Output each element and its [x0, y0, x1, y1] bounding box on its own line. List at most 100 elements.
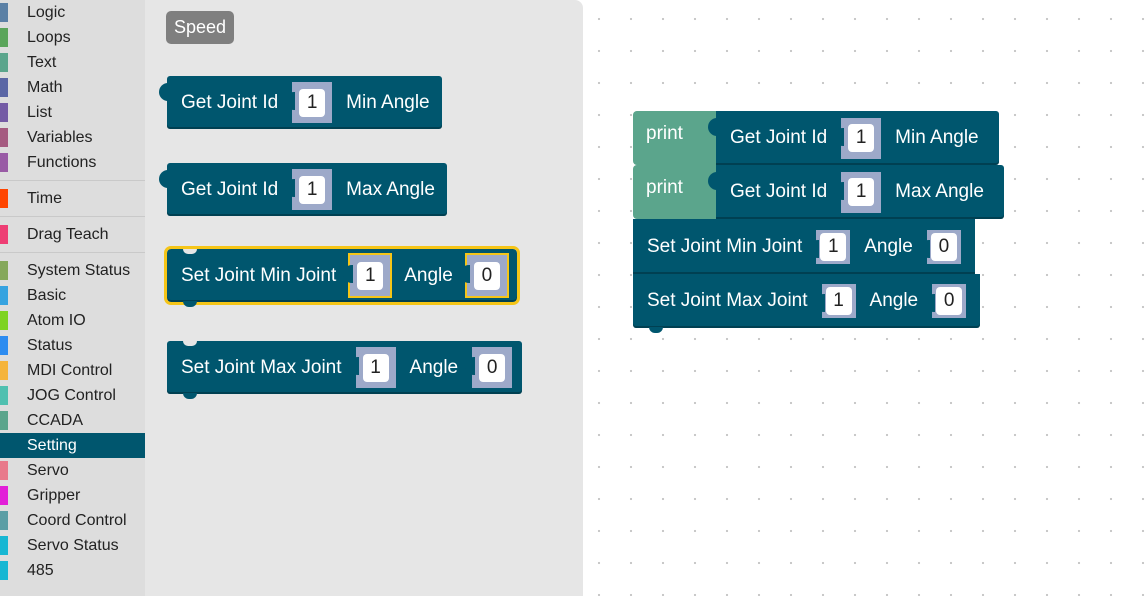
- category-label: Basic: [27, 287, 67, 304]
- block-label-prefix: Set Joint Min Joint: [181, 264, 337, 286]
- print-block-2[interactable]: print: [633, 165, 717, 219]
- angle-slot[interactable]: 0: [459, 253, 509, 298]
- print-block-1[interactable]: print: [633, 111, 717, 165]
- toolbox-category-ccada[interactable]: CCADA: [0, 408, 145, 433]
- category-color-swatch: [0, 225, 8, 244]
- category-label: Functions: [27, 154, 97, 171]
- block-label-prefix: Set Joint Max Joint: [647, 290, 808, 311]
- workspace-set-joint-min-block[interactable]: Set Joint Min Joint 1 Angle 0: [633, 219, 975, 274]
- block-label-mid: Angle: [409, 356, 459, 378]
- workspace-get-min-angle-block[interactable]: Get Joint Id 1 Min Angle: [708, 111, 999, 165]
- angle-field[interactable]: 0: [930, 232, 957, 261]
- category-color-swatch: [0, 311, 8, 330]
- output-plug: [159, 170, 168, 188]
- block-label-suffix: Min Angle: [346, 91, 430, 113]
- category-label: Text: [27, 54, 57, 71]
- flyout-get-min-angle-block[interactable]: Get Joint Id 1 Min Angle: [159, 76, 442, 129]
- workspace-set-joint-max-block[interactable]: Set Joint Max Joint 1 Angle 0: [633, 274, 981, 333]
- category-color-swatch: [0, 361, 8, 380]
- toolbox-separator: [0, 175, 145, 186]
- angle-slot[interactable]: 0: [465, 347, 513, 388]
- angle-field[interactable]: 0: [473, 261, 500, 290]
- category-color-swatch: [0, 486, 8, 505]
- category-color-swatch: [0, 261, 8, 280]
- toolbox-category-list[interactable]: List: [0, 100, 145, 125]
- block-label-mid: Angle: [404, 264, 453, 286]
- toolbox-category-functions[interactable]: Functions: [0, 150, 145, 175]
- category-label: Servo: [27, 462, 69, 479]
- joint-slot[interactable]: 1: [809, 229, 851, 264]
- block-label-suffix: Min Angle: [895, 127, 979, 148]
- category-color-swatch: [0, 53, 8, 72]
- joint-id-field[interactable]: 1: [848, 178, 875, 206]
- category-color-swatch: [0, 78, 8, 97]
- block-label-prefix: Get Joint Id: [730, 181, 828, 202]
- toolbox-category-jog-control[interactable]: JOG Control: [0, 383, 145, 408]
- toolbox-category-coord-control[interactable]: Coord Control: [0, 508, 145, 533]
- toolbox-category-status[interactable]: Status: [0, 333, 145, 358]
- flyout-set-joint-max-block[interactable]: Set Joint Max Joint 1 Angle 0: [167, 341, 523, 399]
- category-color-swatch: [0, 511, 8, 530]
- toolbox-category-drag-teach[interactable]: Drag Teach: [0, 222, 145, 247]
- category-label: Servo Status: [27, 537, 119, 554]
- category-label: Math: [27, 79, 63, 96]
- speed-button[interactable]: Speed: [166, 11, 235, 44]
- joint-slot[interactable]: 1: [814, 284, 856, 318]
- toolbox-category-servo-status[interactable]: Servo Status: [0, 533, 145, 558]
- joint-id-slot[interactable]: 1: [834, 117, 882, 159]
- toolbox-category-servo[interactable]: Servo: [0, 458, 145, 483]
- toolbox-category-system-status[interactable]: System Status: [0, 258, 145, 283]
- category-color-swatch: [0, 28, 8, 47]
- angle-slot[interactable]: 0: [919, 229, 961, 264]
- joint-id-field[interactable]: 1: [848, 124, 875, 152]
- category-label: Time: [27, 190, 62, 207]
- category-label: Coord Control: [27, 512, 127, 529]
- angle-field[interactable]: 0: [936, 287, 963, 315]
- category-color-swatch: [0, 336, 8, 355]
- joint-slot[interactable]: 1: [348, 347, 396, 388]
- category-label: CCADA: [27, 412, 84, 429]
- toolbox-category-atom-io[interactable]: Atom IO: [0, 308, 145, 333]
- angle-field[interactable]: 0: [479, 353, 506, 382]
- category-color-swatch: [0, 286, 8, 305]
- category-color-swatch: [0, 189, 8, 208]
- joint-id-slot[interactable]: 1: [285, 169, 333, 210]
- flyout-get-max-angle-block[interactable]: Get Joint Id 1 Max Angle: [159, 163, 447, 216]
- joint-id-field[interactable]: 1: [299, 175, 326, 204]
- toolbox-category-485[interactable]: 485: [0, 558, 145, 583]
- joint-field[interactable]: 1: [362, 353, 389, 382]
- toolbox-category-loops[interactable]: Loops: [0, 25, 145, 50]
- toolbox-category-math[interactable]: Math: [0, 75, 145, 100]
- toolbox-category-basic[interactable]: Basic: [0, 283, 145, 308]
- joint-field[interactable]: 1: [357, 261, 384, 290]
- output-plug: [708, 118, 717, 136]
- category-color-swatch: [0, 561, 8, 580]
- block-label-suffix: Max Angle: [895, 181, 984, 202]
- angle-slot[interactable]: 0: [925, 284, 967, 318]
- category-label: Gripper: [27, 487, 81, 504]
- category-color-swatch: [0, 411, 8, 430]
- joint-id-slot[interactable]: 1: [834, 171, 882, 213]
- toolbox-category-logic[interactable]: Logic: [0, 0, 145, 25]
- toolbox-separator: [0, 211, 145, 222]
- category-label: List: [27, 104, 52, 121]
- joint-id-field[interactable]: 1: [299, 88, 326, 117]
- toolbox-category-text[interactable]: Text: [0, 50, 145, 75]
- category-color-swatch: [0, 128, 8, 147]
- joint-slot[interactable]: 1: [343, 253, 393, 298]
- flyout-set-joint-min-block[interactable]: Set Joint Min Joint 1 Angle 0: [164, 246, 520, 307]
- toolbox-category-gripper[interactable]: Gripper: [0, 483, 145, 508]
- toolbox-category-variables[interactable]: Variables: [0, 125, 145, 150]
- joint-field[interactable]: 1: [820, 232, 847, 261]
- category-label: Variables: [27, 129, 93, 146]
- toolbox-category-mdi-control[interactable]: MDI Control: [0, 358, 145, 383]
- workspace-get-max-angle-block[interactable]: Get Joint Id 1 Max Angle: [708, 165, 1004, 219]
- toolbox-category-time[interactable]: Time: [0, 186, 145, 211]
- category-color-swatch: [0, 461, 8, 480]
- block-label-suffix: Max Angle: [346, 178, 435, 200]
- category-label: Loops: [27, 29, 71, 46]
- joint-id-slot[interactable]: 1: [285, 82, 333, 123]
- joint-field[interactable]: 1: [825, 287, 852, 315]
- toolbox-category-setting[interactable]: Setting: [0, 433, 145, 458]
